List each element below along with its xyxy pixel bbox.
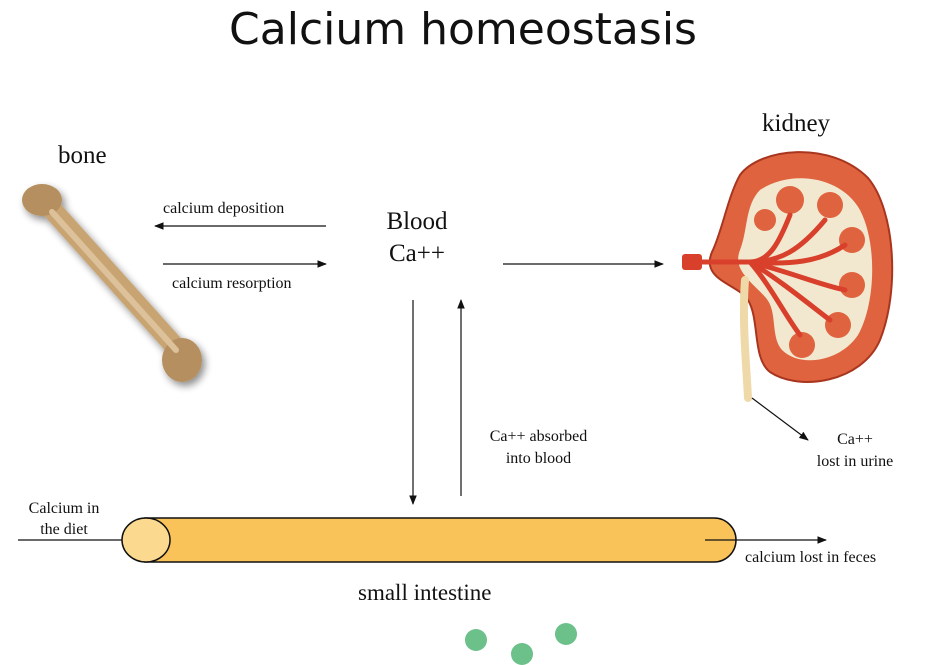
label-bone: bone	[58, 142, 107, 170]
label-calcium-in-diet-line2: the diet	[14, 519, 114, 540]
label-calcium-resorption: calcium resorption	[172, 275, 292, 293]
label-blood: Blood Ca++	[362, 206, 472, 270]
label-blood-line2: Ca++	[362, 238, 472, 270]
label-blood-line1: Blood	[362, 206, 472, 238]
decorative-dots	[465, 623, 577, 665]
label-lost-in-urine-line2: lost in urine	[796, 451, 914, 473]
kidney-illustration	[682, 152, 892, 398]
label-calcium-deposition: calcium deposition	[163, 200, 284, 218]
label-calcium-in-diet: Calcium in the diet	[14, 498, 114, 540]
label-ca-absorbed: Ca++ absorbed into blood	[466, 426, 611, 470]
label-calcium-in-diet-line1: Calcium in	[14, 498, 114, 519]
label-ca-absorbed-line2: into blood	[466, 448, 611, 470]
label-lost-in-feces: calcium lost in feces	[745, 549, 876, 567]
label-small-intestine: small intestine	[358, 580, 492, 606]
label-lost-in-urine: Ca++ lost in urine	[796, 429, 914, 473]
label-kidney: kidney	[762, 110, 830, 138]
label-lost-in-urine-line1: Ca++	[796, 429, 914, 451]
label-ca-absorbed-line1: Ca++ absorbed	[466, 426, 611, 448]
small-intestine-tube	[122, 518, 736, 562]
